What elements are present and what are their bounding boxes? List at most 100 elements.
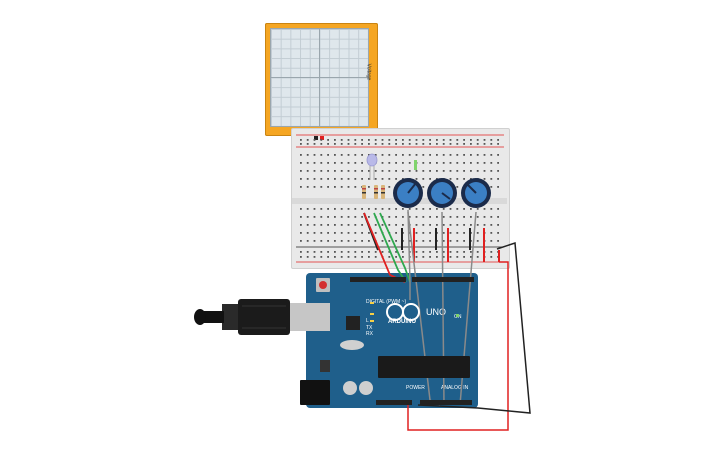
potentiometer-1[interactable] [393, 178, 423, 208]
power-jack [300, 380, 330, 405]
breadboard-hole [381, 162, 384, 164]
small-component[interactable] [414, 160, 417, 170]
breadboard-hole [415, 170, 418, 172]
breadboard-hole [327, 162, 329, 164]
breadboard-hole [456, 139, 459, 141]
breadboard-hole [320, 240, 323, 242]
breadboard-hole [327, 170, 329, 172]
breadboard-hole [483, 178, 486, 180]
breadboard-hole [320, 162, 323, 164]
breadboard-hole [340, 178, 343, 180]
breadboard-hole [463, 216, 465, 218]
breadboard-hole [347, 216, 350, 218]
breadboard-hole [368, 139, 370, 141]
breadboard-hole [361, 139, 363, 141]
breadboard-hole [361, 208, 363, 210]
breadboard-hole [476, 139, 479, 141]
breadboard-hole [347, 232, 350, 234]
usb-cable[interactable] [194, 299, 330, 335]
breadboard-hole [313, 139, 316, 141]
breadboard-hole [408, 143, 411, 145]
breadboard-hole [456, 178, 459, 180]
breadboard-hole [340, 224, 343, 226]
breadboard-hole [497, 143, 499, 145]
breadboard-hole [320, 224, 323, 226]
breadboard-hole [436, 256, 438, 258]
breadboard-hole [429, 154, 431, 156]
breadboard-hole [422, 208, 425, 210]
breadboard-hole [334, 162, 336, 164]
breadboard-hole [320, 154, 323, 156]
breadboard-hole [327, 240, 329, 242]
breadboard-hole [300, 154, 302, 156]
breadboard-hole [395, 240, 397, 242]
breadboard-hole [463, 208, 465, 210]
breadboard-hole [361, 162, 363, 164]
breadboard-hole [463, 232, 465, 234]
breadboard-hole [347, 162, 350, 164]
breadboard-hole [347, 143, 350, 145]
led[interactable] [366, 153, 378, 180]
breadboard-hole [463, 143, 465, 145]
breadboard-hole [313, 232, 316, 234]
breadboard-hole [327, 139, 329, 141]
breadboard-hole [402, 139, 404, 141]
breadboard-hole [300, 139, 302, 141]
breadboard-hole [381, 224, 384, 226]
breadboard-hole [381, 170, 384, 172]
breadboard-hole [449, 256, 452, 258]
breadboard-hole [408, 240, 411, 242]
breadboard-hole [402, 208, 404, 210]
breadboard-hole [361, 154, 363, 156]
breadboard-hole [449, 170, 452, 172]
potentiometer-2[interactable] [427, 178, 457, 208]
breadboard-hole [415, 232, 418, 234]
breadboard-hole [436, 139, 438, 141]
breadboard-hole [306, 162, 309, 164]
breadboard-hole [381, 143, 384, 145]
breadboard-hole [300, 224, 302, 226]
breadboard-hole [483, 216, 486, 218]
breadboard-hole [354, 162, 357, 164]
breadboard-hole [497, 224, 499, 226]
breadboard-hole [361, 240, 363, 242]
breadboard-hole [347, 154, 350, 156]
breadboard-hole [340, 154, 343, 156]
breadboard-hole [300, 251, 302, 253]
breadboard-hole [320, 251, 323, 253]
label-rx: RX [366, 331, 373, 337]
breadboard-hole [327, 232, 329, 234]
breadboard-hole [334, 178, 336, 180]
breadboard-hole [395, 232, 397, 234]
breadboard-hole [422, 154, 425, 156]
potentiometer-3[interactable] [461, 178, 491, 208]
breadboard-hole [334, 240, 336, 242]
breadboard-hole [476, 162, 479, 164]
breadboard-hole [306, 154, 309, 156]
breadboard-hole [388, 139, 391, 141]
breadboard-hole [313, 224, 316, 226]
arduino-uno-board[interactable]: DIGITAL (PWM ~) L TX RX ARDUINO UNO ON P… [306, 273, 478, 408]
breadboard-hole [381, 208, 384, 210]
breadboard-hole [320, 139, 323, 141]
breadboard-hole [429, 251, 431, 253]
oscilloscope-probes [314, 136, 324, 140]
breadboard-hole [463, 162, 465, 164]
breadboard-hole [470, 224, 472, 226]
breadboard-hole [395, 224, 397, 226]
breadboard-hole [327, 208, 329, 210]
breadboard-hole [422, 186, 425, 188]
breadboard-hole [470, 256, 472, 258]
breadboard-hole [422, 240, 425, 242]
breadboard-hole [449, 232, 452, 234]
breadboard-hole [300, 186, 302, 188]
breadboard-hole [300, 162, 302, 164]
resistors[interactable] [362, 185, 385, 199]
oscilloscope-screen [270, 28, 369, 127]
breadboard-hole [470, 162, 472, 164]
breadboard-hole [490, 154, 493, 156]
breadboard-hole [395, 208, 397, 210]
breadboard-hole [327, 186, 329, 188]
breadboard-hole [483, 139, 486, 141]
breadboard-hole [408, 216, 411, 218]
